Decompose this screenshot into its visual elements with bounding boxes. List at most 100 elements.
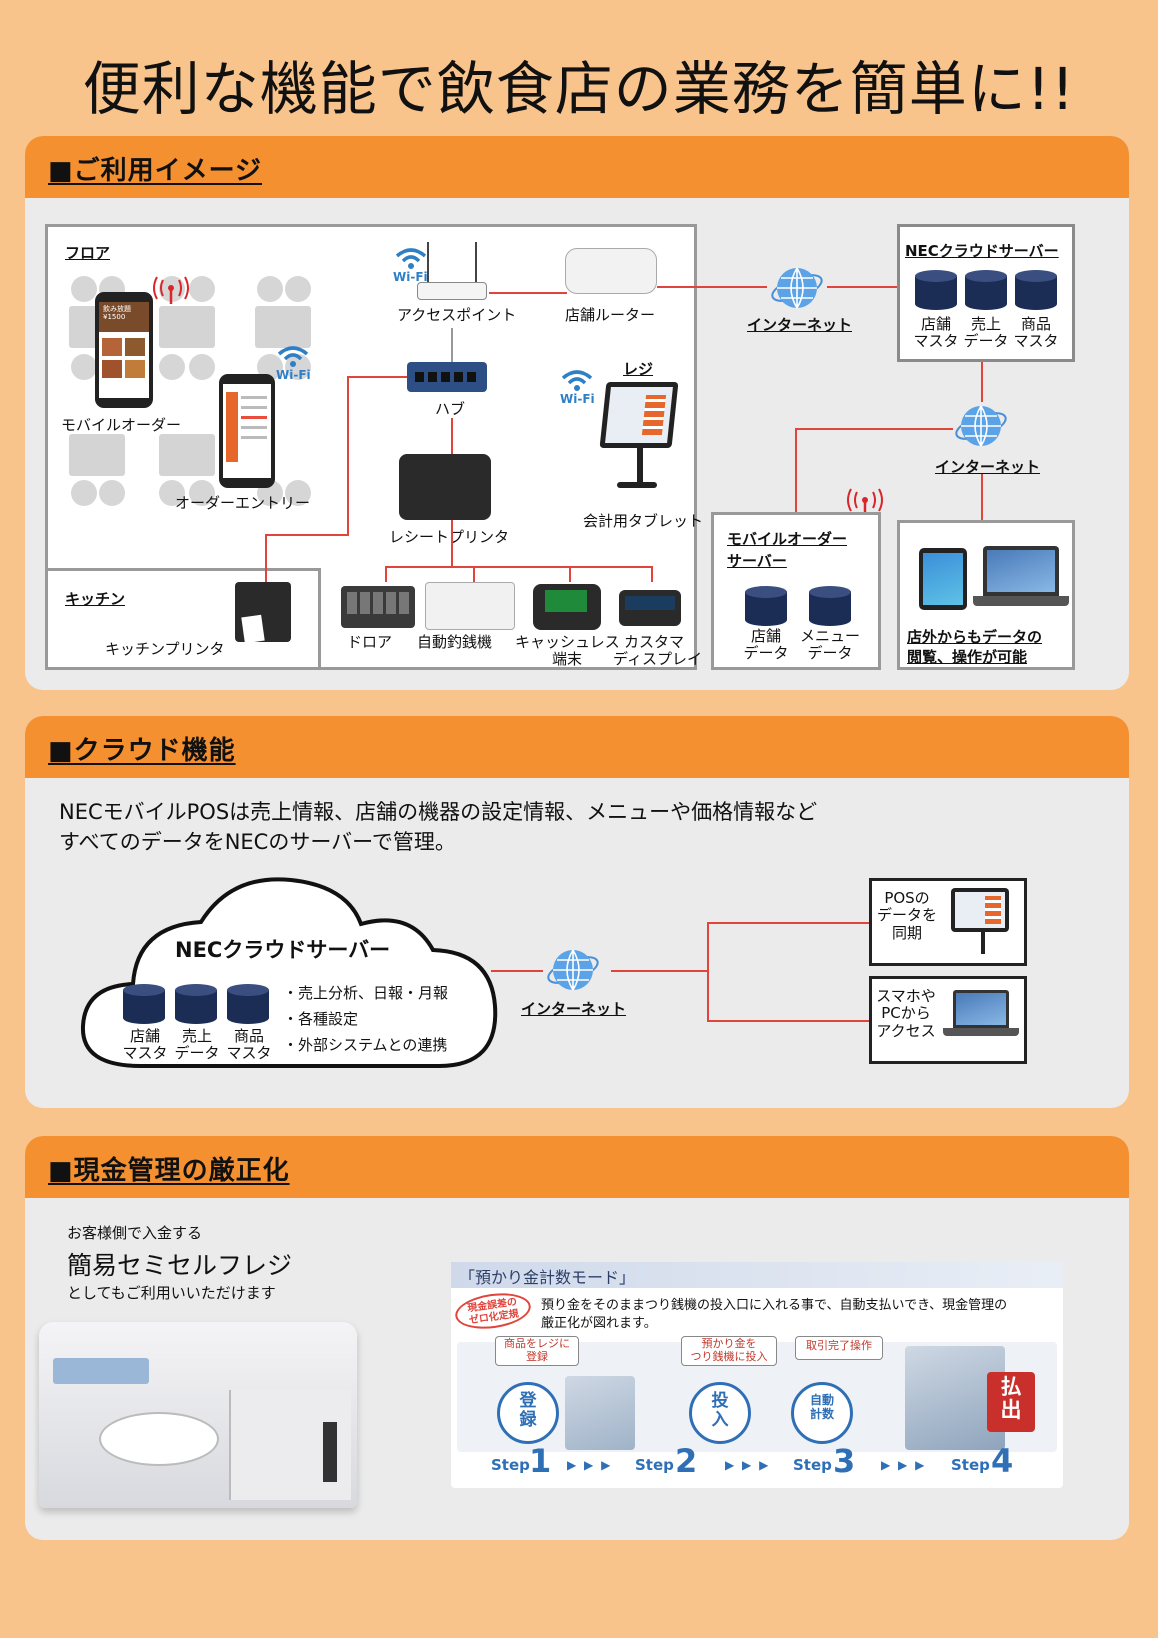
- food-thumb: [102, 360, 122, 378]
- menu-banner: 飲み放題 ¥1500: [99, 302, 149, 332]
- tablet-screen: [923, 553, 963, 605]
- receipt-printer-label: レシートプリンタ: [389, 528, 510, 546]
- wifi-icon: [393, 246, 429, 270]
- connector-line: [795, 428, 797, 512]
- database-icon: [915, 270, 957, 310]
- database-icon: [965, 270, 1007, 310]
- floor-label: フロア: [65, 244, 111, 262]
- laptop-base: [973, 596, 1069, 606]
- connector-line: [827, 286, 897, 288]
- tablet-device: [599, 382, 679, 448]
- tablet-keys: [641, 395, 667, 435]
- internet-label: インターネット: [935, 458, 1041, 476]
- chair: [159, 354, 185, 380]
- step-word: Step: [491, 1456, 530, 1474]
- kitchen-printer-device: [235, 582, 291, 644]
- connector-line: [981, 474, 983, 520]
- db-label: 売上 データ: [174, 1027, 220, 1063]
- chair: [285, 276, 311, 302]
- db-label: 店舗 マスタ: [913, 315, 959, 351]
- display-screen: [625, 596, 675, 610]
- device-label-customer-display: カスタマ ディスプレイ: [613, 633, 702, 669]
- wifi-icon: [275, 344, 311, 368]
- machine-display: [53, 1358, 149, 1384]
- globe-icon: [767, 260, 827, 316]
- mode-desc-line1: 預り金をそのままつり銭機の投入口に入れる事で、自動支払いでき、現金管理の: [541, 1298, 1008, 1313]
- receipt-printer-device: [399, 454, 491, 520]
- step-caption-box: [795, 1336, 883, 1360]
- chair: [71, 480, 97, 506]
- internet-label: インターネット: [747, 316, 853, 334]
- database-icon: [745, 586, 787, 626]
- remote-text-line1: 店外からもデータの: [907, 628, 1043, 646]
- step-arrows: ▶ ▶ ▶: [725, 1458, 771, 1472]
- step-number: 2: [675, 1442, 698, 1480]
- chair: [71, 354, 97, 380]
- bill-unit: [229, 1390, 351, 1500]
- connector-line: [707, 922, 709, 1022]
- connector-line: [265, 534, 267, 582]
- cloud-description-line2: すべてのデータをNECのサーバーで管理。: [59, 830, 456, 854]
- connector-line: [265, 534, 349, 536]
- terminal-screen: [545, 590, 587, 612]
- kitchen-printer-label: キッチンプリンタ: [105, 640, 225, 658]
- wifi-label: Wi-Fi: [276, 368, 311, 382]
- connector-line: [489, 292, 567, 294]
- cloud-description-line1: NECモバイルPOSは売上情報、店舗の機器の設定情報、メニューや価格情報など: [59, 800, 818, 824]
- step-caption: 取引完了操作: [806, 1339, 872, 1352]
- step-circle-text: 自動 計数: [809, 1393, 834, 1421]
- step-number: 1: [529, 1442, 552, 1480]
- menu-line: [241, 406, 267, 409]
- cloud-function-panel: ■クラウド機能 NECモバイルPOSは売上情報、店舗の機器の設定情報、メニューや…: [25, 716, 1129, 1108]
- cash-management-panel: ■現金管理の厳正化 お客様側で入金する 簡易セミセルフレジ としてもご利用いいた…: [25, 1136, 1129, 1540]
- tablet-label: 会計用タブレット: [583, 512, 704, 530]
- cloud-title: NECクラウドサーバー: [175, 938, 391, 962]
- cash-sub3: としてもご利用いいただけます: [67, 1284, 276, 1302]
- drawer-slots: [347, 592, 409, 614]
- phone-screen: 飲み放題 ¥1500: [99, 302, 149, 398]
- wifi-label: Wi-Fi: [560, 392, 595, 406]
- menu-line: [241, 436, 267, 439]
- section-header: ■現金管理の厳正化: [25, 1136, 1129, 1198]
- step-word: Step: [793, 1456, 832, 1474]
- tablet-keys: [985, 896, 1001, 924]
- step-circle-text: 登 録: [519, 1391, 537, 1430]
- feature-item: ・売上分析、日報・月報: [283, 984, 449, 1002]
- tablet-screen: [955, 892, 1005, 928]
- router-label: 店舗ルーター: [565, 306, 656, 324]
- table: [159, 434, 215, 476]
- coin-tray: [99, 1412, 219, 1466]
- connector-line: [451, 328, 453, 362]
- router-device: [565, 248, 657, 294]
- access-point-device: [417, 282, 487, 300]
- tablet-screen: [605, 387, 673, 443]
- receipt-paper: [241, 614, 265, 644]
- antenna-rod: [475, 242, 477, 282]
- device-label-change-machine: 自動釣銭機: [417, 633, 493, 651]
- menu-sidebar: [226, 392, 238, 462]
- connector-line: [491, 970, 543, 972]
- tablet-stand: [637, 448, 643, 484]
- menu-line: [241, 396, 267, 399]
- change-machine-device: [425, 582, 515, 630]
- menu-line: [241, 416, 267, 419]
- device-label-drawer: ドロア: [347, 633, 393, 651]
- tablet-stand: [981, 932, 985, 954]
- step-photo: [565, 1376, 635, 1450]
- access-point-label: アクセスポイント: [397, 306, 517, 324]
- page-title: 便利な機能で飲食店の業務を簡単に!!: [82, 55, 1076, 123]
- mobile-order-server-box: [711, 512, 881, 670]
- chair: [189, 276, 215, 302]
- db-label: 店舗 マスタ: [122, 1027, 168, 1063]
- step-caption: 商品をレジに 登録: [504, 1337, 570, 1363]
- customer-display-device: [619, 590, 681, 626]
- db-label: 売上 データ: [963, 315, 1009, 351]
- laptop-base: [943, 1028, 1019, 1036]
- step-caption-box: [495, 1336, 579, 1366]
- section-heading: ■ご利用イメージ: [48, 156, 263, 186]
- connector-line: [707, 1020, 871, 1022]
- chair: [189, 480, 215, 506]
- step-arrows: ▶ ▶ ▶: [881, 1458, 927, 1472]
- antenna-rod: [427, 242, 429, 282]
- connector-line: [651, 566, 653, 582]
